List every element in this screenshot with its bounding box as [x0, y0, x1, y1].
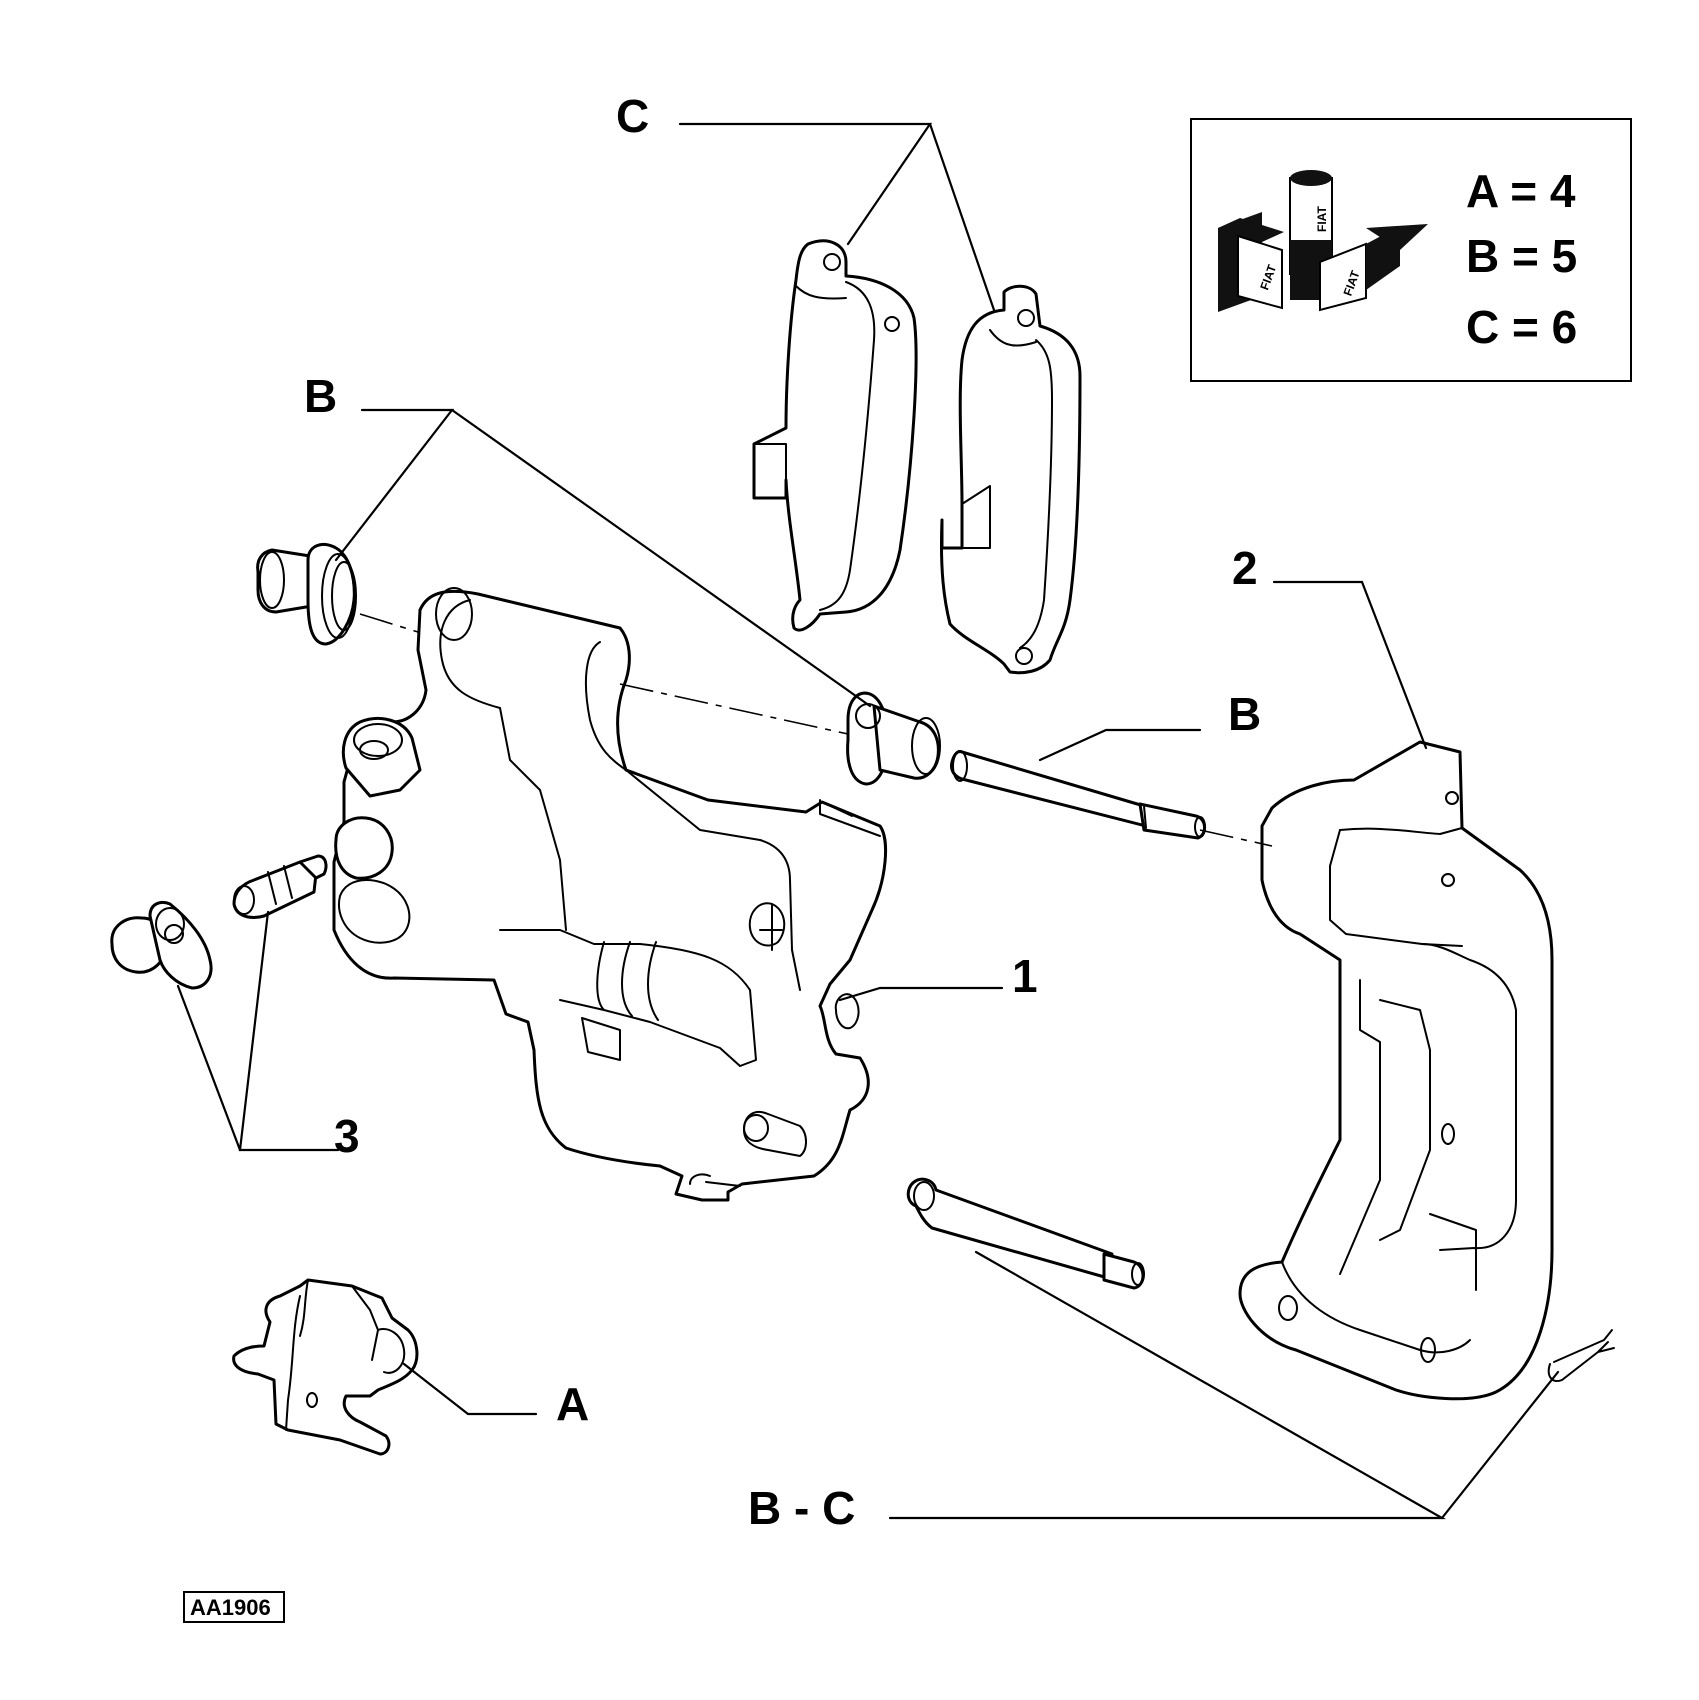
callout-bc-pins: B - C	[748, 1482, 855, 1534]
caliper-body	[332, 587, 888, 1202]
legend-row-c: C = 6	[1466, 301, 1577, 353]
leader-lines	[176, 122, 1560, 1520]
guide-pin-upper	[950, 750, 1206, 840]
callout-b-bushing: B	[304, 370, 337, 422]
guide-pin-lower	[906, 1177, 1145, 1290]
brake-pad-left	[752, 239, 918, 632]
guide-bushing-left	[256, 543, 357, 646]
assembly-axes	[359, 613, 1273, 847]
reference-code: AA1906	[190, 1595, 271, 1620]
anti-rattle-spring	[232, 1278, 419, 1456]
bleed-screw	[232, 854, 328, 919]
brake-pad-right	[939, 284, 1082, 675]
callout-c-pads: C	[616, 90, 649, 142]
callout-1-caliper: 1	[1012, 950, 1038, 1002]
callout-b-pin: B	[1228, 688, 1261, 740]
legend-row-a: A = 4	[1466, 165, 1576, 217]
guide-bushing-middle	[846, 691, 941, 786]
fiat-kit-icon: FIAT FIAT FIAT	[1218, 170, 1428, 312]
reference-code-box: AA1906	[183, 1591, 285, 1623]
dust-cap	[110, 901, 213, 990]
legend-box: FIAT FIAT FIAT A = 4 B = 5 C = 6	[1190, 118, 1632, 382]
caliper-bracket	[1238, 740, 1554, 1401]
callout-a-spring: A	[556, 1378, 589, 1430]
legend-row-b: B = 5	[1466, 230, 1577, 282]
callout-3-bleed: 3	[334, 1110, 360, 1162]
callout-2-bracket: 2	[1232, 542, 1258, 594]
split-pin	[1547, 1329, 1615, 1382]
logo-mark-cylinder: FIAT	[1315, 206, 1329, 232]
